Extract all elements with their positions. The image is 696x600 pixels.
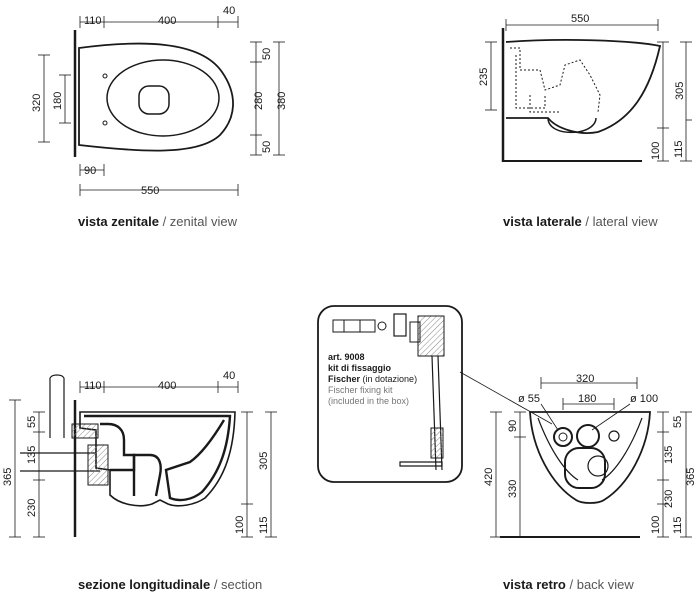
dim-label: 40 [223, 370, 235, 382]
lateral-dimension-labels: 550 235 305 100 115 [478, 13, 686, 160]
dim-label: 90 [507, 420, 519, 432]
dim-label: 550 [141, 185, 159, 197]
dim-label: ø 55 [518, 393, 540, 405]
back-view [490, 377, 692, 538]
caption-section: sezione longitudinale / section [78, 577, 262, 592]
bowl-back-outline [529, 411, 651, 504]
dim-label: 135 [663, 446, 675, 464]
bowl-inner-outline [106, 59, 220, 137]
bowl-side-outline [505, 39, 662, 134]
dim-label: 180 [52, 92, 64, 110]
fixing-kit-label: art. 9008 kit di fissaggio Fischer (in d… [328, 352, 417, 407]
dim-label: 235 [478, 68, 490, 86]
dim-label: 365 [685, 468, 696, 486]
caption-bold: sezione longitudinale [78, 577, 211, 592]
caption-bold: vista laterale [503, 214, 582, 229]
caption-light: / section [213, 577, 263, 592]
fixing-hole [102, 73, 108, 79]
kit-name-en: Fischer fixing kit [328, 385, 393, 395]
section-dimension-labels: 110 400 40 55 135 365 230 305 100 115 [2, 370, 270, 534]
kit-article: art. 9008 [328, 352, 365, 362]
dim-label: 230 [663, 490, 675, 508]
bowl-top-outline [78, 42, 234, 152]
fixing-hole [102, 120, 108, 126]
drain-outline [138, 85, 170, 115]
dim-label: 280 [253, 92, 265, 110]
caption-back: vista retro / back view [503, 577, 634, 592]
dim-label: 50 [261, 141, 273, 153]
lateral-view [485, 19, 692, 162]
dim-label: 110 [84, 380, 102, 392]
dim-label: 400 [158, 380, 176, 392]
dim-label: 305 [258, 452, 270, 470]
kit-included-it: (in dotazione) [362, 374, 418, 384]
dim-label: 180 [578, 393, 596, 405]
kit-brand: Fischer [328, 374, 361, 384]
pipe-hole-100 [576, 424, 600, 448]
caption-light: / lateral view [585, 214, 658, 229]
caption-bold: vista zenitale [78, 214, 159, 229]
fixing-hole [608, 430, 620, 442]
caption-zenital: vista zenitale / zenital view [78, 214, 237, 229]
zenital-dimension-labels: 110 400 40 320 180 50 280 380 50 90 550 [31, 5, 288, 197]
kit-included-en: (included in the box) [328, 396, 410, 406]
dim-label: 115 [673, 140, 685, 158]
dim-label: 400 [158, 15, 176, 27]
dim-label: 420 [483, 468, 495, 486]
pipe-hole-55 [553, 427, 573, 447]
dim-label: 305 [674, 82, 686, 100]
dim-label: 320 [31, 94, 43, 112]
dim-label: 330 [507, 480, 519, 498]
dim-label: ø 100 [630, 393, 658, 405]
dim-label: 380 [276, 92, 288, 110]
dim-label: 115 [672, 516, 684, 534]
dim-label: 55 [672, 416, 684, 428]
zenital-view [38, 16, 285, 196]
caption-light: / zenital view [162, 214, 237, 229]
dim-label: 55 [26, 416, 38, 428]
dim-label: 110 [84, 15, 102, 27]
dim-label: 135 [26, 446, 38, 464]
dim-label: 115 [258, 516, 270, 534]
dim-label: 550 [571, 13, 589, 25]
dim-label: 100 [234, 516, 246, 534]
dim-label: 230 [26, 499, 38, 517]
fixing-kit-box [317, 305, 553, 483]
section-view [9, 374, 277, 538]
caption-bold: vista retro [503, 577, 566, 592]
dim-label: 320 [576, 373, 594, 385]
kit-name-it: kit di fissaggio [328, 363, 392, 373]
dim-label: 100 [650, 516, 662, 534]
caption-lateral: vista laterale / lateral view [503, 214, 658, 229]
drain-outline [564, 447, 606, 489]
caption-light: / back view [569, 577, 634, 592]
dim-label: 100 [650, 142, 662, 160]
dim-label: 50 [261, 48, 273, 60]
dim-label: 90 [84, 165, 96, 177]
dim-label: 365 [2, 468, 14, 486]
dim-label: 40 [223, 5, 235, 17]
back-dimension-labels: 320 ø 55 180 ø 100 90 420 330 55 135 230… [483, 373, 696, 534]
